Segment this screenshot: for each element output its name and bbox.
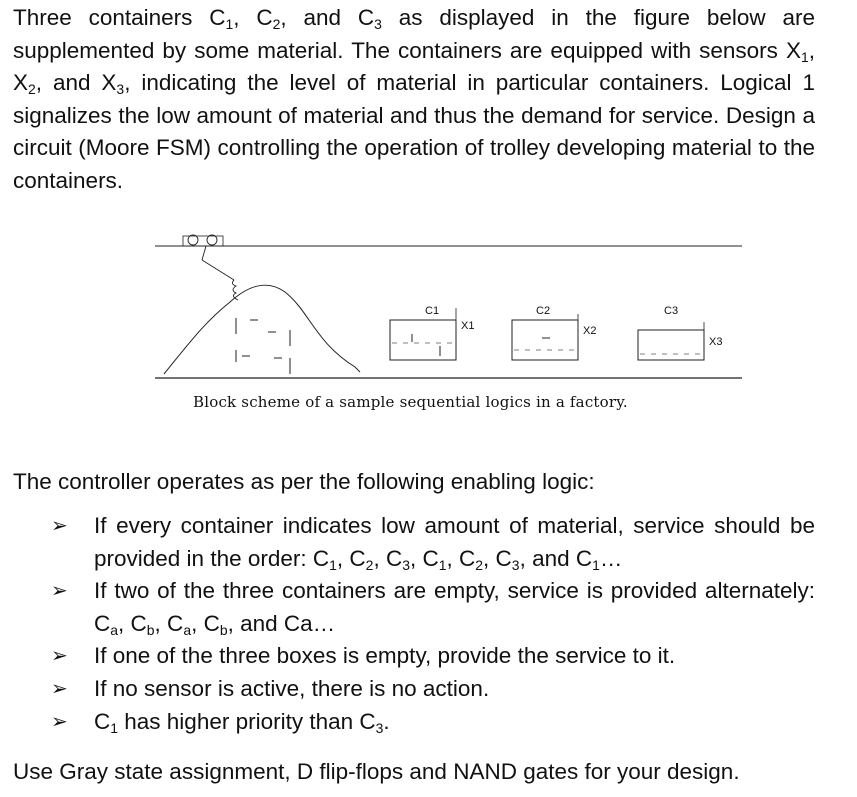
list-item: ➢ If one of the three boxes is empty, pr… [13,640,815,673]
bullet-text: , C [409,545,439,571]
bullet-subscript: 3 [375,719,384,736]
container-c1: C1 X1 [389,305,474,361]
bullet-text: If one of the three boxes is empty, prov… [94,643,676,669]
intro-text: as displayed in the figure below are sup… [13,5,816,63]
arrow-bullet-icon: ➢ [51,645,68,668]
bullet-subscript: 1 [592,556,600,573]
container-label: C3 [664,305,678,317]
intro-text: , and X [35,70,117,96]
bullet-text: , C [154,610,184,636]
container-label: C2 [536,305,550,317]
bullet-text: , C [446,545,476,571]
pile-marks [235,318,291,374]
bullet-subscript: 1 [110,719,119,736]
bullet-subscript: 3 [511,556,520,573]
bullet-text: , C [483,545,512,571]
container-label: C1 [425,305,439,317]
bullet-text: , C [373,545,403,571]
bullet-text: , and C [519,545,593,571]
sensor-label: X3 [709,336,722,348]
arrow-bullet-icon: ➢ [51,710,68,733]
bullet-subscript: 1 [438,556,447,573]
bullet-subscript: 2 [475,556,484,573]
bullet-subscript: 1 [329,556,337,573]
container-c2: C2 X2 [511,305,596,361]
intro-text: , indicating the level of material in pa… [13,70,815,193]
bullet-subscript: 3 [402,556,410,573]
bullet-text: If two of the three containers are empty… [94,578,815,636]
figure-caption: Block scheme of a sample sequential logi… [193,393,628,411]
bullet-text: . [383,708,390,734]
list-item: ➢ If every container indicates low amoun… [13,510,815,575]
trolley-icon [182,234,239,301]
bullet-text: , and Ca… [227,610,336,636]
intro-text: , X [13,37,815,96]
sensor-label: X1 [461,320,474,332]
design-instructions: Use Gray state assignment, D flip-flops … [13,759,740,784]
bullet-text: , C [118,610,147,636]
container-c3: C3 X3 [637,305,722,361]
bullet-subscript: a [183,621,192,638]
material-pile [163,284,361,375]
arrow-bullet-icon: ➢ [51,677,68,700]
bullet-subscript: b [146,621,155,638]
intro-subscript: 2 [28,81,36,98]
intro-text: , C [233,5,273,30]
list-item: ➢ If no sensor is active, there is no ac… [13,673,815,706]
intro-subscript: 3 [116,81,125,98]
arrow-bullet-icon: ➢ [51,515,68,537]
factory-diagram: C1 X1 C2 X2 C3 X3 [150,222,750,422]
intro-subscript: 1 [225,16,234,33]
arrow-bullet-icon: ➢ [51,580,68,603]
enabling-logic-list: ➢ If every container indicates low amoun… [13,510,815,738]
logic-lead: The controller operates as per the follo… [13,469,595,494]
bullet-subscript: 2 [365,556,374,573]
bullet-subscript: b [219,621,228,638]
problem-intro: Three containers C1, C2, and C3 as displ… [13,2,815,198]
intro-subscript: 1 [800,48,809,65]
factory-diagram-svg: C1 X1 C2 X2 C3 X3 [155,234,742,379]
intro-text: , and C [280,5,375,30]
list-item: ➢ C1 has higher priority than C3. [13,706,815,739]
bullet-subscript: a [110,621,119,638]
bullet-text: has higher priority than C [118,708,376,734]
bullet-text: , C [336,545,366,571]
intro-text: Three containers C [13,5,226,30]
bullet-text: If no sensor is active, there is no acti… [94,675,490,701]
bullet-text: , C [191,610,220,636]
list-item: ➢ If two of the three containers are emp… [13,575,815,640]
sensor-label: X2 [583,325,596,337]
intro-subscript: 2 [272,16,281,33]
bullet-text: C [94,708,111,734]
bullet-text: … [599,545,623,571]
bullet-text: If every container indicates low amount … [94,513,815,571]
intro-subscript: 3 [374,16,382,33]
